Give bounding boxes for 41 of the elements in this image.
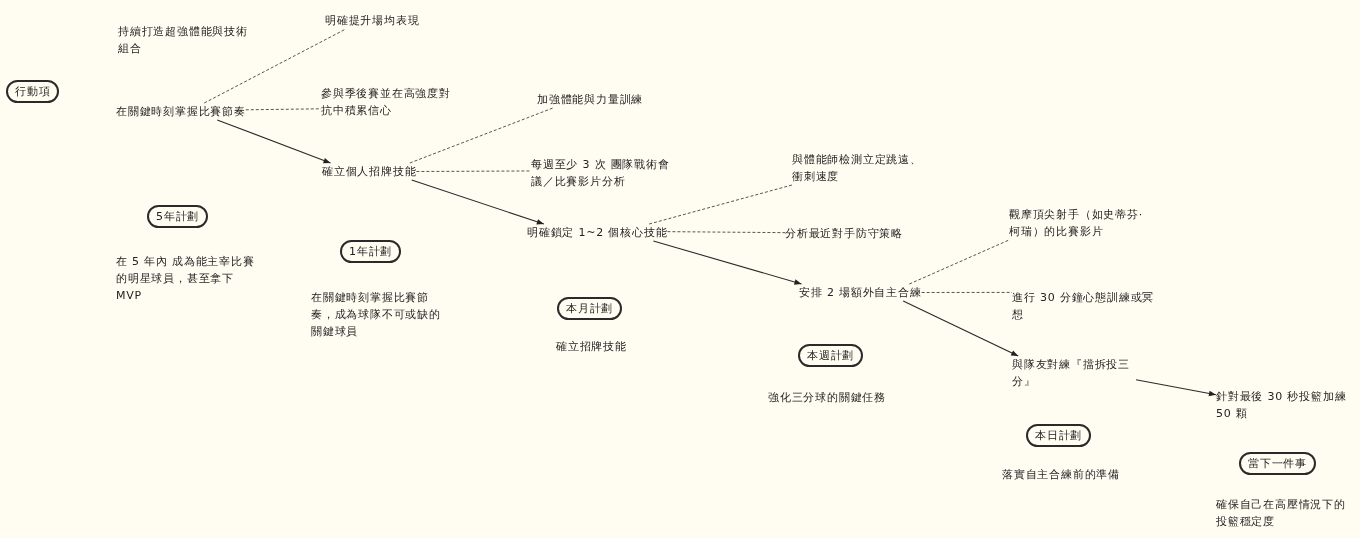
branch-text: 與體能師檢測立定跳遠、衝刺速度	[792, 151, 928, 185]
branch-text: 針對最後 30 秒投籃加練 50 顆	[1216, 388, 1352, 422]
branch-text: 參與季後賽並在高強度對抗中積累信心	[321, 85, 457, 119]
connector-line	[203, 28, 347, 104]
plan-description: 強化三分球的關鍵任務	[768, 390, 886, 406]
plan-tag: 當下一件事	[1239, 452, 1316, 475]
branch-text: 與隊友對練『擋拆投三分』	[1012, 356, 1136, 390]
plan-description: 在關鍵時刻掌握比賽節奏，成為球隊不可或缺的關鍵球員	[311, 290, 442, 340]
connector-line	[921, 291, 1013, 293]
arrow	[902, 300, 1019, 357]
arrow	[216, 119, 332, 164]
branch-text: 加強體能與力量訓練	[537, 91, 644, 108]
branch-text: 觀摩頂尖射手（如史蒂芬·柯瑞）的比賽影片	[1009, 206, 1149, 240]
arrow	[411, 179, 545, 225]
plan-description: 確立招牌技能	[556, 339, 627, 355]
plan-tag: 5年計劃	[147, 205, 209, 228]
branch-text: 分析最近對手防守策略	[785, 225, 903, 242]
connector-line	[245, 108, 322, 111]
connector-line	[648, 184, 793, 225]
connector-line	[666, 231, 786, 234]
connector-line	[415, 170, 532, 172]
plan-tag: 本月計劃	[557, 297, 623, 320]
note-text: 持續打造超強體能與技術組合	[118, 24, 249, 57]
plan-tag: 行動項	[6, 80, 60, 103]
arrow	[652, 240, 802, 285]
branch-text: 進行 30 分鐘心態訓練或冥想	[1012, 289, 1158, 323]
branch-text: 每週至少 3 次 團隊戰術會議／比賽影片分析	[531, 156, 675, 190]
plan-description: 在 5 年內 成為能主宰比賽的明星球員，甚至拿下 MVP	[116, 254, 256, 304]
branch-text: 明確提升場均表現	[325, 12, 420, 29]
arrow	[1135, 379, 1217, 397]
plan-description: 確保自己在高壓情況下的投籃穩定度	[1216, 497, 1347, 530]
connector-line	[908, 239, 1010, 285]
plan-tag: 本週計劃	[798, 344, 864, 367]
plan-tag: 本日計劃	[1026, 424, 1092, 447]
branch-text: 明確鎖定 1~2 個核心技能	[527, 224, 668, 241]
plan-tag: 1年計劃	[340, 240, 402, 263]
branch-text: 安排 2 場額外自主合練	[799, 284, 922, 301]
connector-line	[409, 107, 554, 164]
branch-text: 確立個人招牌技能	[322, 163, 417, 180]
branch-text: 在關鍵時刻掌握比賽節奏	[116, 103, 246, 120]
plan-description: 落實自主合練前的準備	[1002, 467, 1120, 483]
